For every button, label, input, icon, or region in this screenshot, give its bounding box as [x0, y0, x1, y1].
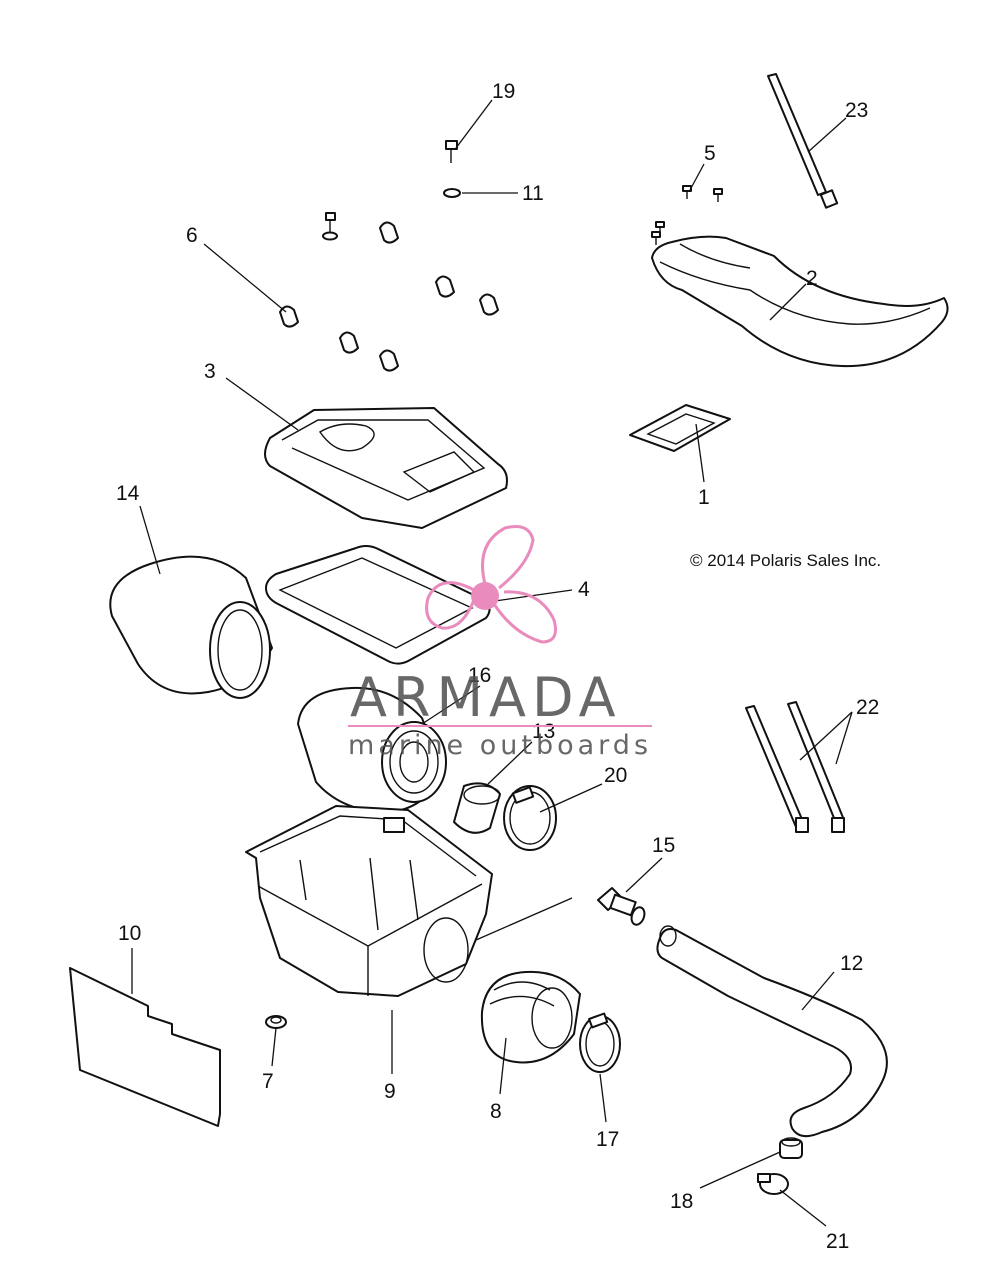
- callout-17: 17: [596, 1128, 619, 1151]
- callout-19: 19: [492, 80, 515, 103]
- part-11-washer: [443, 188, 461, 198]
- bolt-small: [325, 212, 336, 233]
- part-22-straps: [745, 701, 845, 833]
- part-2-intake-duct: [651, 235, 949, 368]
- callout-22: 22: [856, 696, 879, 719]
- callout-3: 3: [204, 360, 216, 383]
- callout-2: 2: [806, 267, 818, 290]
- callout-12: 12: [840, 952, 863, 975]
- part-1-gasket: [629, 404, 731, 452]
- callout-14: 14: [116, 482, 140, 505]
- callout-8: 8: [490, 1100, 502, 1123]
- callout-6: 6: [186, 224, 198, 247]
- callout-7: 7: [262, 1070, 274, 1093]
- callout-1: 1: [698, 486, 710, 509]
- part-5-screws: [651, 185, 723, 245]
- part-20-clamp: [503, 785, 557, 851]
- part-7-grommet: [265, 1015, 287, 1029]
- part-23-strap: [767, 73, 839, 209]
- propeller-logo: [425, 525, 557, 644]
- callout-20: 20: [604, 764, 627, 787]
- watermark: ARMADA marine outboards: [348, 525, 652, 761]
- callout-9: 9: [384, 1080, 396, 1103]
- callout-23: 23: [845, 99, 868, 122]
- part-3-airbox-cover: [264, 407, 508, 529]
- part-13-coupler: [453, 782, 501, 834]
- part-12-hose: [656, 925, 888, 1138]
- callout-18: 18: [670, 1190, 693, 1213]
- callout-labels: 19 11 23 5 6 2 3 1 4 14 16 13 20 22 15 1…: [116, 80, 879, 1253]
- callout-16: 16: [468, 664, 491, 687]
- part-15-fitting: [597, 887, 646, 926]
- callout-10: 10: [118, 922, 141, 945]
- leader-lines: [131, 99, 853, 1227]
- watermark-tagline: marine outboards: [348, 730, 652, 761]
- callout-15: 15: [652, 834, 675, 857]
- callout-11: 11: [522, 182, 544, 205]
- washer-small: [322, 231, 338, 241]
- part-17-clamp: [579, 1012, 621, 1073]
- callout-4: 4: [578, 578, 590, 601]
- callout-21: 21: [826, 1230, 849, 1253]
- part-8-boot: [480, 970, 581, 1064]
- part-19-bolt: [445, 140, 458, 163]
- part-9-airbox: [245, 805, 493, 997]
- part-14-prefilter: [109, 555, 273, 699]
- part-21-clamp: [757, 1173, 789, 1195]
- callout-5: 5: [704, 142, 716, 165]
- part-4-seal: [265, 545, 491, 665]
- part-18-plug: [779, 1137, 803, 1159]
- part-10-shield: [69, 967, 221, 1127]
- copyright-text: © 2014 Polaris Sales Inc.: [690, 551, 881, 570]
- part-6-clips: [279, 221, 499, 372]
- watermark-brand: ARMADA: [350, 666, 622, 729]
